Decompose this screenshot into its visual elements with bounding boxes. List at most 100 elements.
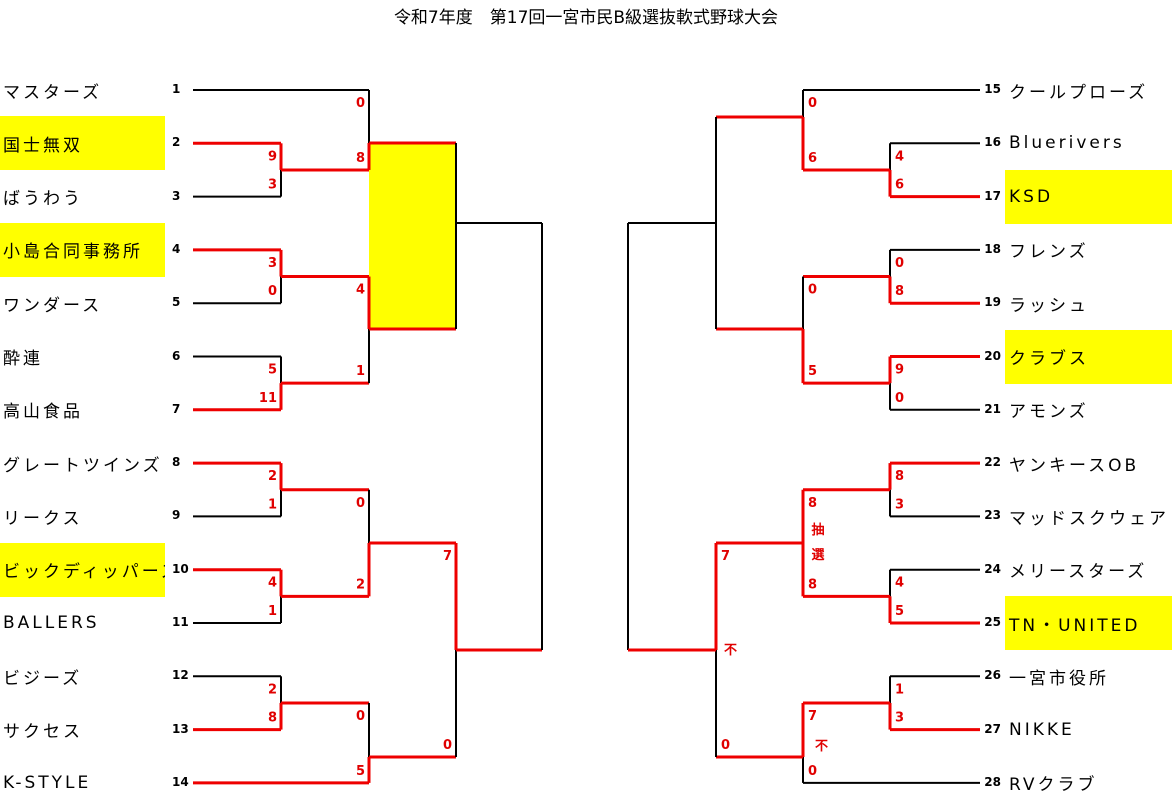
team-name: ばうわう (3, 189, 83, 210)
team-name: ラッシュ (1009, 295, 1089, 316)
team-entry: K-STYLE (0, 756, 165, 810)
score-label: 4 (356, 283, 365, 298)
team-name: クールプローズ (1009, 82, 1149, 103)
score-label: 0 (895, 256, 904, 271)
team-entry: Bluerivers (1005, 116, 1172, 170)
team-entry: ばうわう (0, 170, 165, 224)
seed-number: 23 (984, 508, 1001, 523)
score-label: 0 (808, 96, 817, 111)
score-label: 1 (268, 604, 277, 619)
team-name: グレートツインズ (3, 455, 163, 476)
score-label: 0 (443, 738, 452, 753)
team-entry: 高山食品 (0, 383, 165, 437)
seed-number: 9 (172, 508, 181, 523)
team-entry: ラッシュ (1005, 276, 1172, 330)
seed-number: 28 (984, 774, 1001, 789)
score-label: 5 (808, 364, 817, 379)
score-label: 9 (268, 149, 277, 164)
team-name: メリースターズ (1009, 562, 1148, 583)
seed-number: 1 (172, 82, 181, 96)
tournament-title: 令和7年度 第17回一宮市民B級選抜軟式野球大会 (393, 8, 779, 28)
pending-match-highlight (369, 143, 456, 329)
team-entry: フレンズ (1005, 223, 1172, 277)
score-label: 1 (268, 497, 277, 512)
forfeit-note: 不 (724, 643, 737, 658)
seed-number: 7 (172, 401, 181, 416)
team-entry: 一宮市役所 (1005, 649, 1172, 703)
score-label: 3 (268, 178, 277, 193)
team-entry: ビジーズ (0, 649, 165, 703)
team-entry: ワンダース (0, 276, 165, 330)
team-name: TN・UNITED (1009, 615, 1141, 636)
seed-number: 8 (172, 455, 181, 470)
score-label: 2 (268, 682, 277, 697)
score-label: 0 (721, 738, 730, 753)
team-entry: TN・UNITED (1005, 596, 1172, 650)
team-name: 酔連 (3, 349, 43, 369)
score-label: 11 (259, 391, 277, 406)
team-name: ビックディッパーズ (3, 562, 165, 583)
team-entry: 小島合同事務所 (0, 222, 165, 277)
score-label: 2 (356, 577, 365, 592)
seed-number: 5 (172, 295, 181, 310)
score-label: 6 (808, 151, 817, 166)
team-entry: ヤンキースOB (1005, 436, 1172, 490)
score-label: 0 (356, 709, 365, 724)
team-name: K-STYLE (3, 772, 92, 793)
team-name: ヤンキースOB (1009, 455, 1140, 476)
team-name: 一宮市役所 (1009, 668, 1109, 689)
score-label: 8 (356, 151, 365, 166)
score-label: 8 (808, 496, 817, 511)
score-label: 2 (268, 469, 277, 484)
seed-number: 18 (984, 241, 1001, 256)
score-label: 6 (895, 178, 904, 193)
team-entry: マスターズ (0, 63, 165, 117)
team-name: 高山食品 (3, 402, 83, 423)
score-label: 1 (356, 364, 365, 379)
score-label: 5 (268, 363, 277, 378)
team-name: ワンダース (3, 295, 103, 316)
seed-number: 2 (172, 135, 181, 150)
team-entry: クラブス (1005, 329, 1172, 384)
score-label: 9 (895, 363, 904, 378)
seed-number: 17 (984, 188, 1001, 203)
score-label: 7 (721, 549, 730, 564)
score-label: 0 (808, 283, 817, 298)
seed-number: 21 (984, 401, 1001, 416)
team-name: アモンズ (1009, 402, 1089, 423)
team-entry: サクセス (0, 703, 165, 757)
score-label: 5 (356, 764, 365, 779)
team-entry: BALLERS (0, 596, 165, 650)
lottery-note: 抽 (811, 522, 824, 538)
score-label: 1 (895, 682, 904, 697)
score-label: 5 (895, 604, 904, 619)
team-name: フレンズ (1009, 242, 1089, 263)
team-entry: アモンズ (1005, 383, 1172, 437)
seed-number: 10 (172, 561, 189, 576)
team-name: BALLERS (3, 613, 100, 633)
seed-number: 13 (172, 721, 189, 736)
team-name: サクセス (3, 722, 83, 743)
seed-number: 16 (984, 135, 1001, 150)
seed-number: 15 (984, 82, 1001, 96)
seed-number: 26 (984, 668, 1001, 683)
team-name: リークス (3, 508, 83, 529)
team-name: マッドスクウェア (1009, 508, 1169, 529)
score-label: 3 (895, 711, 904, 726)
seed-number: 6 (172, 348, 181, 363)
team-entry: リークス (0, 489, 165, 543)
seed-number: 19 (984, 295, 1001, 310)
team-entry: RVクラブ (1005, 756, 1172, 810)
team-name: ビジーズ (3, 668, 83, 689)
team-entry: 酔連 (0, 330, 165, 384)
score-label: 8 (895, 469, 904, 484)
team-entry: ビックディッパーズ (0, 542, 165, 597)
score-label: 4 (895, 576, 904, 591)
score-label: 3 (895, 497, 904, 512)
seed-number: 27 (984, 721, 1001, 736)
score-label: 8 (895, 284, 904, 299)
team-entry: クールプローズ (1005, 63, 1172, 117)
team-name: クラブス (1009, 349, 1089, 369)
seed-number: 22 (984, 455, 1001, 470)
score-label: 3 (268, 256, 277, 271)
